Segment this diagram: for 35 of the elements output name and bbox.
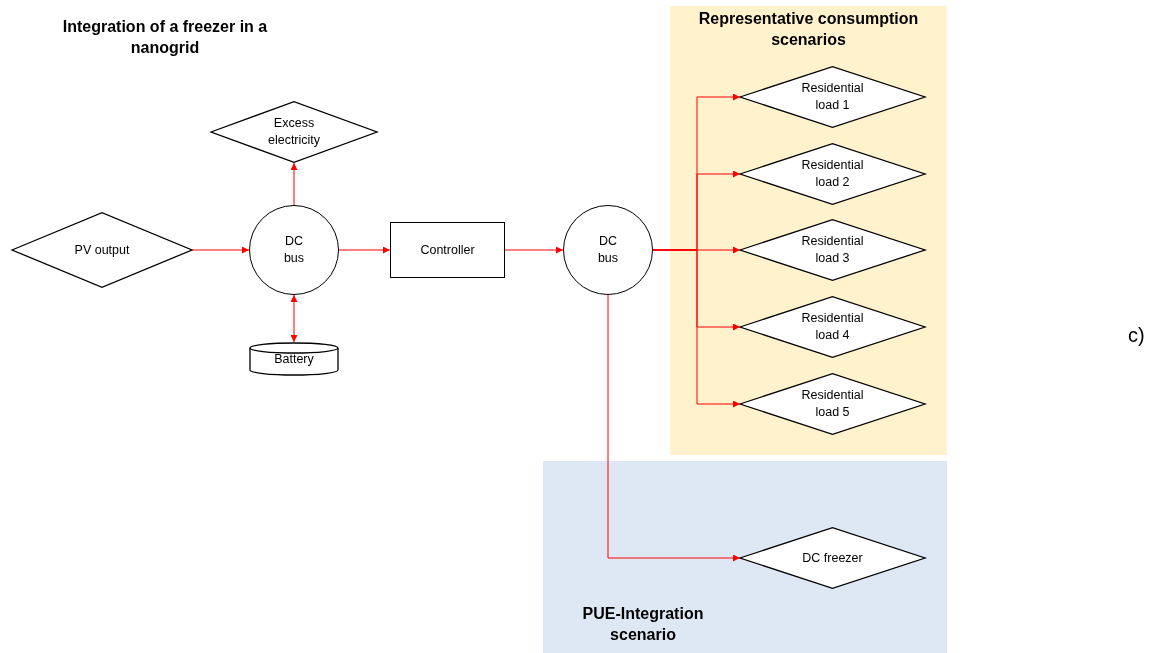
connector-arrow — [290, 162, 298, 206]
data-diamond — [740, 219, 925, 281]
data-diamond — [740, 143, 925, 205]
data-diamond — [740, 373, 925, 435]
node-label: Controller — [420, 241, 475, 259]
node-label: DC bus — [596, 233, 620, 267]
connector-arrow — [338, 246, 391, 254]
scenario-panel — [670, 6, 947, 455]
node-label: DC freezer — [801, 549, 864, 567]
data-diamond — [211, 101, 377, 163]
diagram-title: Integration of a freezer in a nanogrid — [61, 17, 269, 58]
data-diamond — [740, 527, 925, 589]
node-label: Residential load 3 — [800, 233, 865, 267]
node-label: Residential load 5 — [800, 387, 865, 421]
node-label: PV output — [73, 241, 131, 259]
node-label: Battery — [274, 350, 314, 368]
node-label: Excess electricity — [266, 115, 322, 149]
connector-arrow — [652, 249, 741, 408]
panel-letter: c) — [1128, 323, 1145, 348]
panel-heading: Representative consumption scenarios — [698, 9, 919, 50]
panel-heading: PUE-Integration scenario — [581, 604, 705, 645]
connector-arrow — [191, 246, 250, 254]
connector-arrow — [607, 294, 741, 562]
connector-arrow — [290, 294, 298, 343]
process-box — [390, 222, 505, 278]
data-diamond — [740, 66, 925, 128]
data-diamond — [740, 296, 925, 358]
storage-cylinder — [249, 342, 339, 376]
scenario-panel — [543, 461, 947, 653]
node-label: Residential load 2 — [800, 157, 865, 191]
node-label: DC bus — [282, 233, 306, 267]
data-diamond — [12, 212, 192, 288]
node-label: Residential load 1 — [800, 80, 865, 114]
connector-arrow — [504, 246, 564, 254]
node-label: Residential load 4 — [800, 310, 865, 344]
